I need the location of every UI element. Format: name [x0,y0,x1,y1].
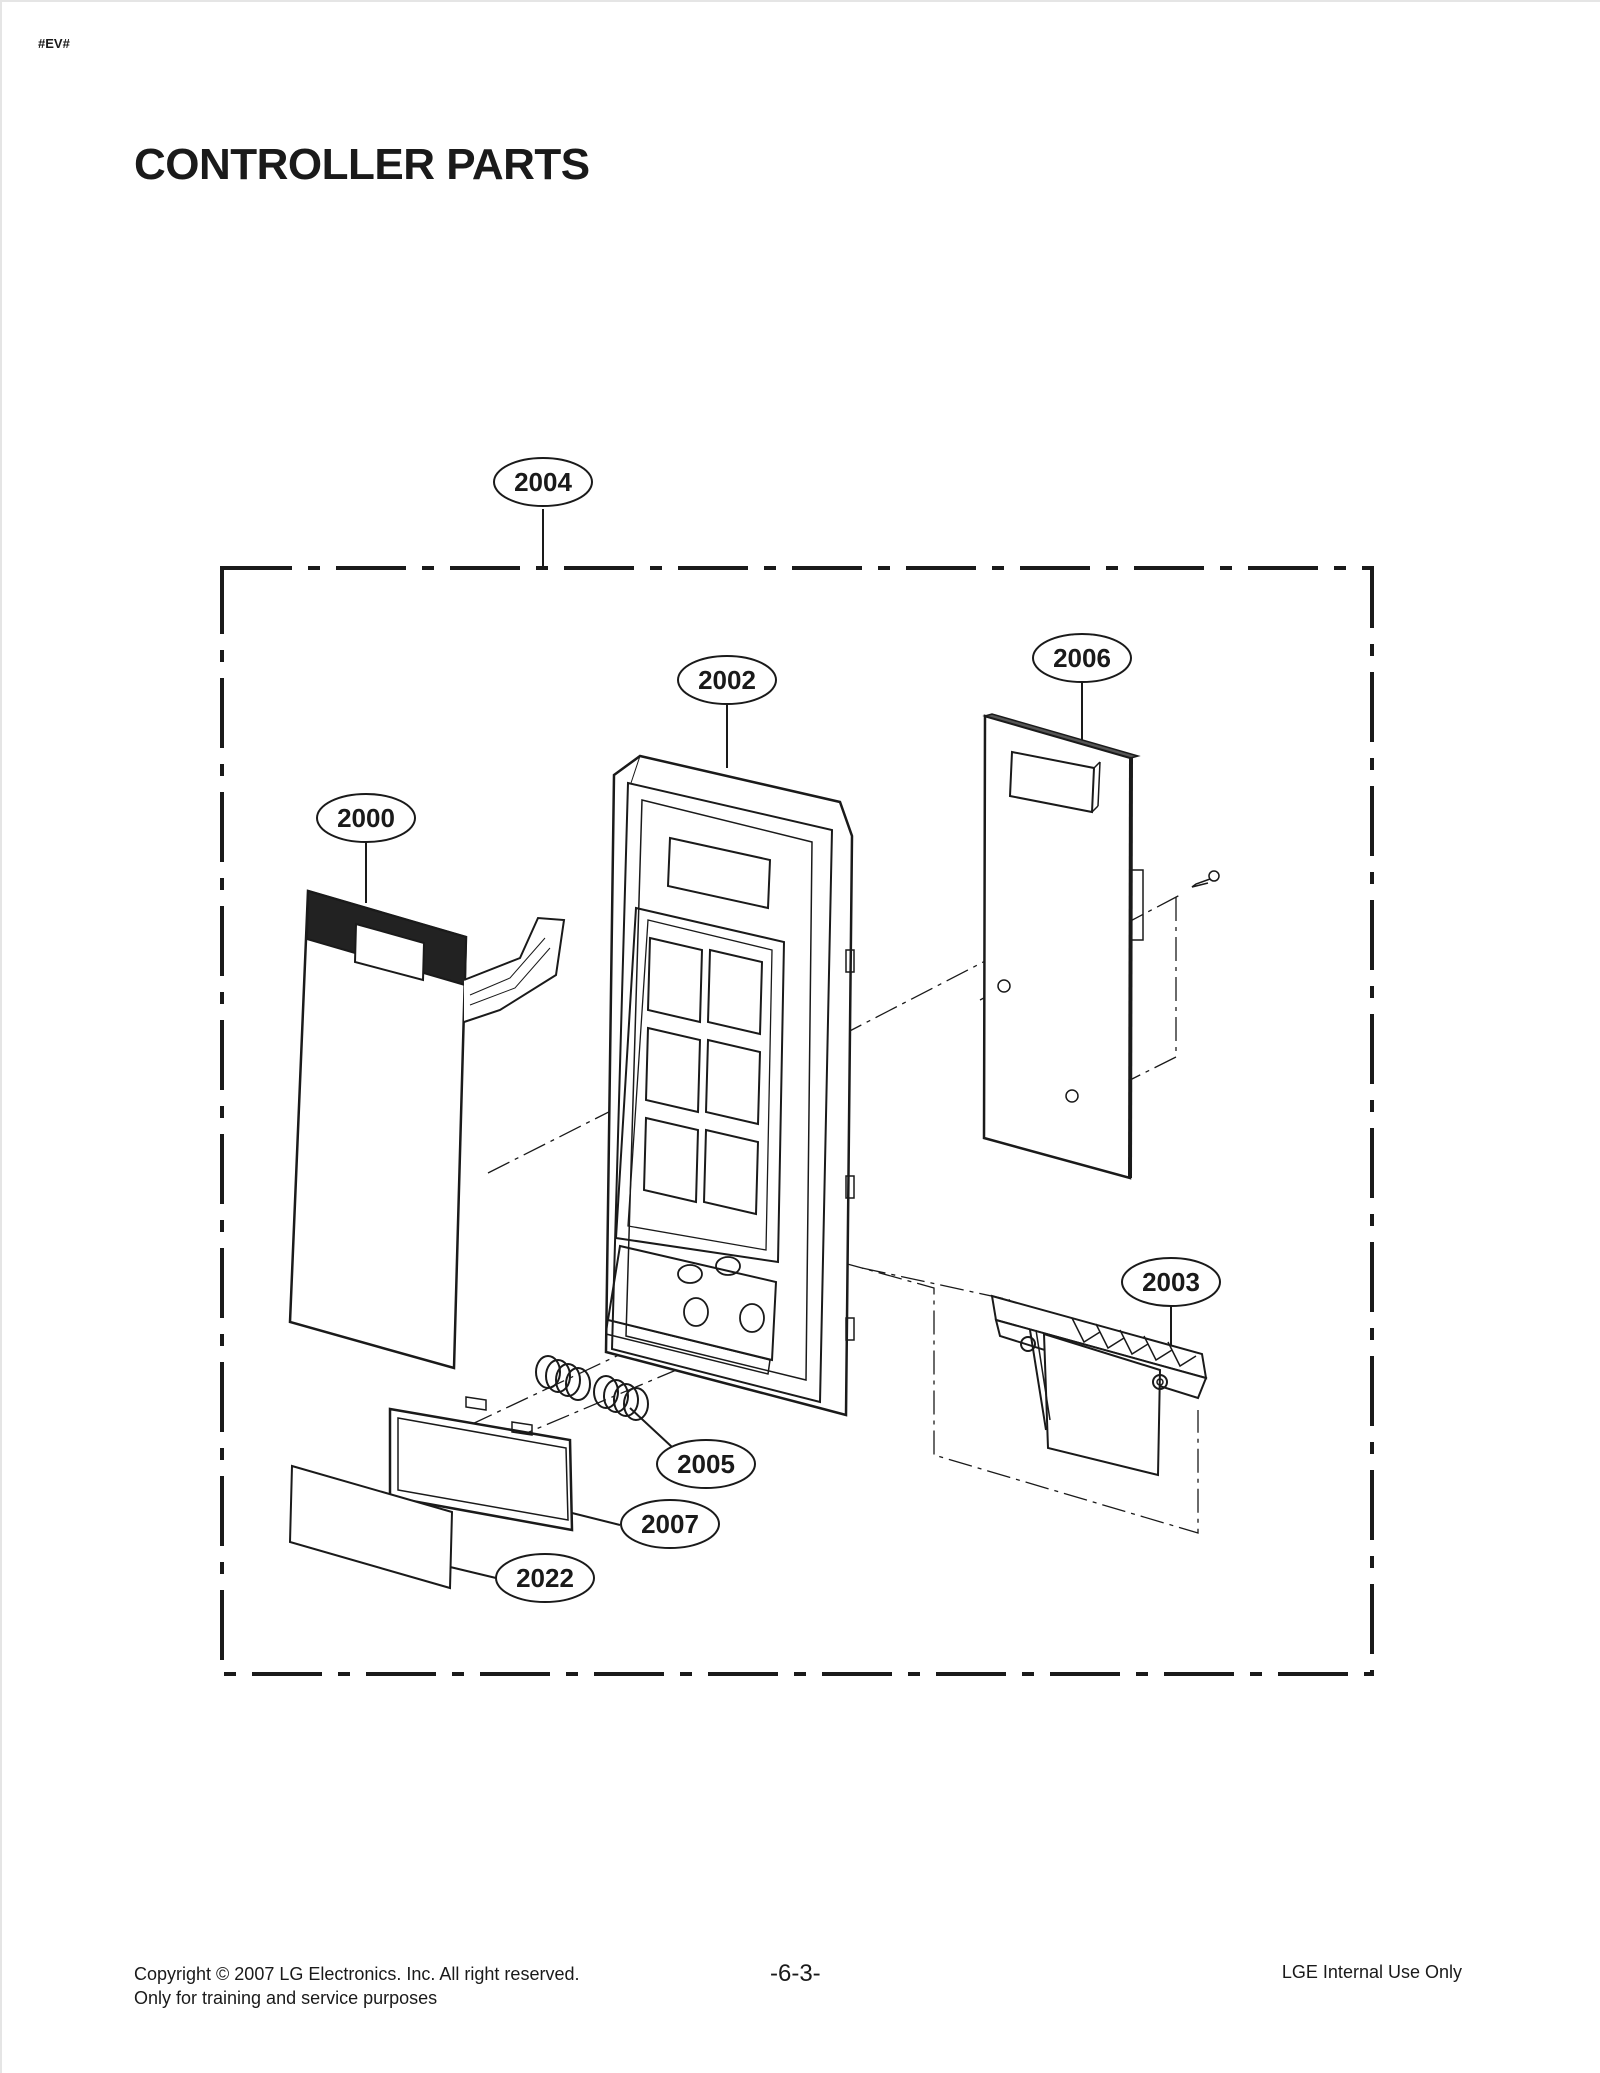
callout-2006: 2006 [1032,633,1132,683]
callout-2002: 2002 [677,655,777,705]
part-2007-push-button [388,1396,574,1532]
callout-2004: 2004 [493,457,593,507]
footer-copyright-block: Copyright © 2007 LG Electronics. Inc. Al… [134,1962,579,2010]
callout-2022-label: 2022 [516,1563,574,1593]
footer-purpose: Only for training and service purposes [134,1988,438,2008]
page-top-rule [0,0,1600,2]
leader-lines [365,509,1172,1579]
part-2006-pcb [982,713,1220,1180]
page-left-rule [0,0,2,2073]
callout-2005: 2005 [656,1439,756,1489]
part-2022-sheet [288,1464,454,1590]
callout-2000: 2000 [316,793,416,843]
page-number: -6-3- [770,1960,821,1987]
part-2005-springs [535,1355,649,1421]
assembly-boundary [220,566,1374,1676]
page-title: CONTROLLER PARTS [134,140,590,189]
callout-2002-label: 2002 [698,665,756,695]
part-2003-latch-lever [990,1294,1208,1477]
callout-2003-label: 2003 [1142,1267,1200,1297]
callout-2003: 2003 [1121,1257,1221,1307]
callout-2004-label: 2004 [514,467,572,497]
footer-copyright: Copyright © 2007 LG Electronics. Inc. Al… [134,1964,580,1984]
part-2000-membrane-panel [288,889,566,1370]
callout-2022: 2022 [495,1553,595,1603]
callout-2005-label: 2005 [677,1449,735,1479]
callout-2000-label: 2000 [337,803,395,833]
part-2002-controller-frame [604,754,855,1417]
corner-tag: #EV# [38,36,70,51]
callout-2007-label: 2007 [641,1509,699,1539]
screw [1191,870,1220,888]
callout-2007: 2007 [620,1499,720,1549]
callout-2006-label: 2006 [1053,643,1111,673]
footer-internal-notice: LGE Internal Use Only [1281,1962,1462,1982]
